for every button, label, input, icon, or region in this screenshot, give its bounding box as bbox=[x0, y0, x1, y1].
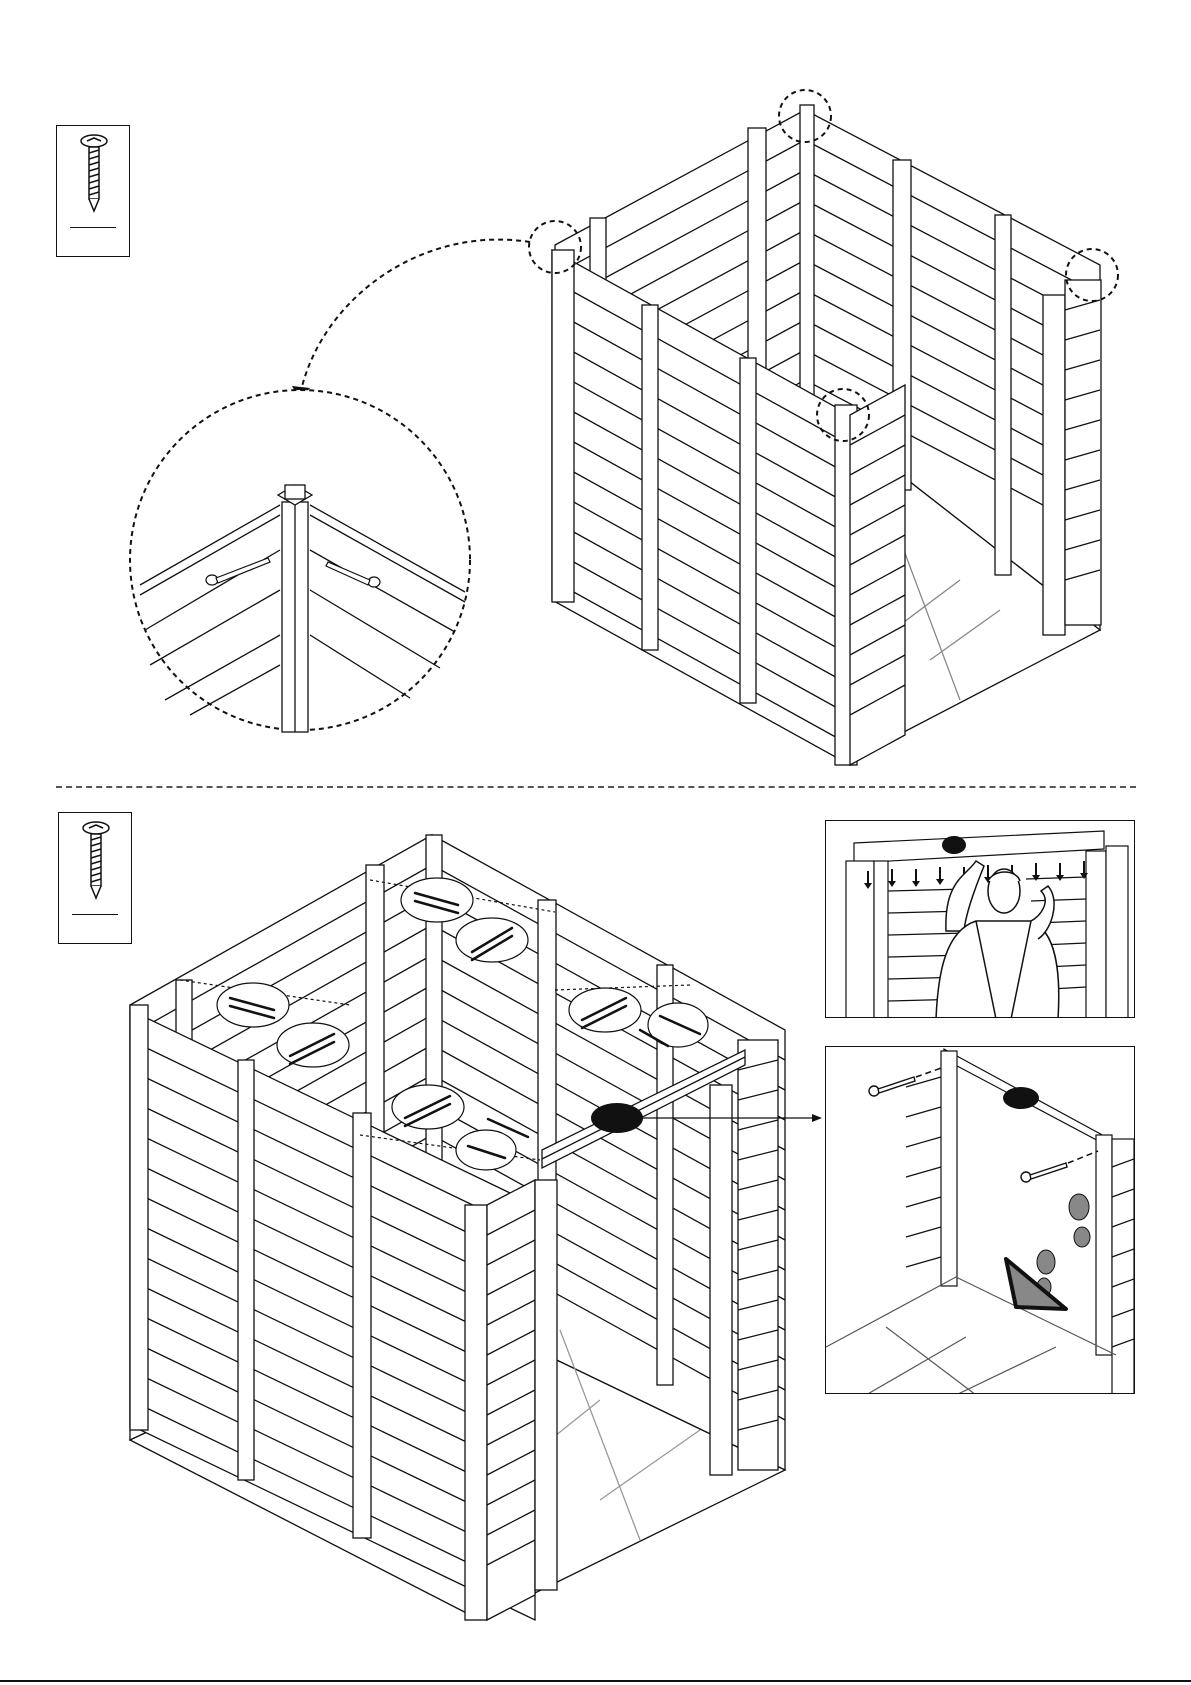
part-badge bbox=[1003, 1087, 1039, 1109]
part-badge bbox=[591, 1103, 643, 1133]
arrow-head-icon bbox=[812, 1114, 822, 1122]
beam-screw-illustration bbox=[826, 1047, 1135, 1394]
person-lifting-illustration bbox=[826, 821, 1135, 1018]
page-bottom-rule bbox=[0, 1680, 1191, 1682]
inset-lift-beam bbox=[825, 820, 1135, 1018]
footprint-icon bbox=[1037, 1194, 1090, 1296]
screw-icon bbox=[869, 1077, 1067, 1182]
part-badge bbox=[942, 836, 966, 854]
inset-screw-beam bbox=[825, 1046, 1135, 1394]
person-figure bbox=[936, 861, 1059, 1018]
direction-arrow-icon bbox=[1006, 1259, 1066, 1309]
